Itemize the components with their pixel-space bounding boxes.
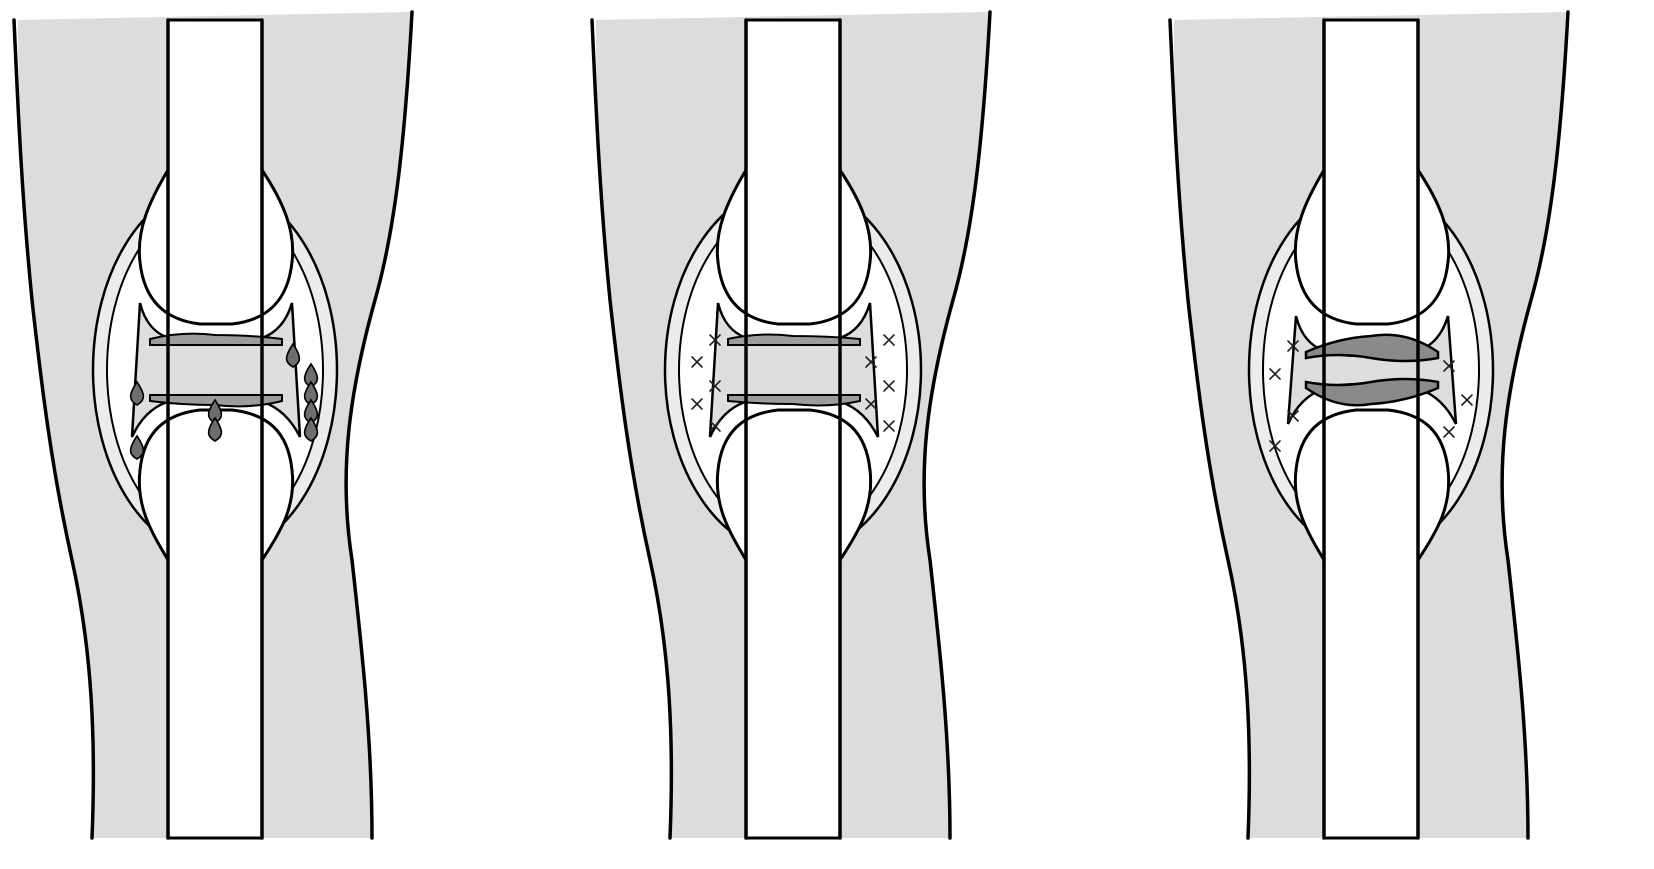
- knee-joint-panel-1: [0, 0, 551, 869]
- knee-joint-panel-3: [1156, 0, 1654, 869]
- knee-joint-2-drawing: [578, 0, 1129, 869]
- knee-joint-3-drawing: [1156, 0, 1654, 869]
- knee-joint-panel-2: [578, 0, 1129, 869]
- knee-joint-1-drawing: [0, 0, 551, 869]
